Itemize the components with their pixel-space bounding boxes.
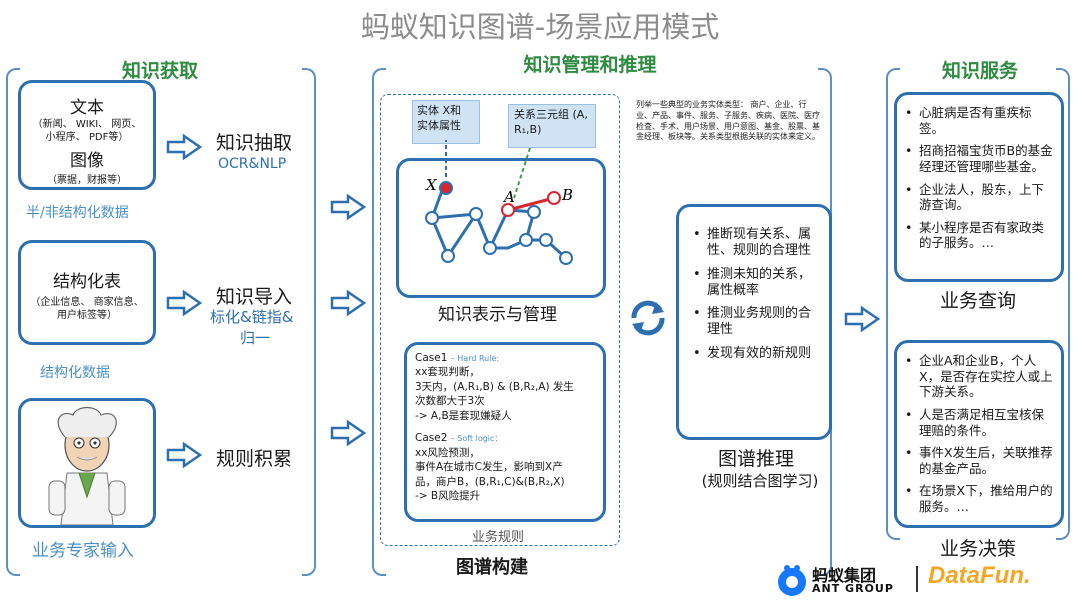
graph-node	[539, 233, 553, 247]
datafun-logo: DataFun.	[928, 562, 1031, 589]
professor-illustration	[48, 406, 126, 525]
decision-item: 在场景X下，推给用户的服务。…	[905, 483, 1055, 514]
graph-build-frame	[380, 94, 620, 546]
entity-types-desc: 列举一些典型的业务实体类型： 商户、企业、行业、产品、事件、服务、子服务、疾病、…	[636, 100, 820, 142]
graph-node	[469, 207, 483, 221]
node-label-x: X	[425, 176, 438, 194]
case2-line: 品，商户B，(B,R₁,C)&(B,R₂,X)	[415, 475, 565, 488]
case1-head: Case1	[415, 352, 448, 364]
ant-group-cn: 蚂蚁集团	[812, 566, 877, 585]
query-item: 心脏病是否有重疾标签。	[905, 105, 1055, 136]
kr-label: 知识表示与管理	[438, 305, 557, 325]
reason-item: 发现有效的新规则	[693, 346, 819, 363]
import-sub-2: 归一	[240, 329, 271, 347]
decision-item: 企业A和企业B，个人X，是否存在实控人或上下游关系。	[905, 353, 1055, 400]
text-image-box: 文本 （新闻、 WIKI、 网页、小程序、 PDF等） 图像 （票据，财报等）	[18, 80, 156, 190]
table-box: 结构化表 （企业信息、 商家信息、用户标签等）	[18, 240, 156, 345]
cycle-icon	[631, 300, 665, 336]
decision-item: 事件X发生后，关联推荐的基金产品。	[905, 445, 1055, 476]
query-item: 招商招福宝货币B的基金经理还管理哪些基金。	[905, 143, 1055, 174]
ant-group-en: ANT GROUP	[812, 582, 894, 595]
structured-label: 结构化数据	[40, 365, 110, 381]
table-title: 结构化表	[53, 272, 121, 292]
semi-structured-label: 半/非结构化数据	[26, 205, 129, 221]
case1-line: 次数都大于3次	[415, 395, 485, 408]
import-title: 知识导入	[216, 286, 293, 308]
case2-head: Case2	[415, 432, 448, 445]
text-sub: （新闻、 WIKI、 网页、小程序、 PDF等）	[32, 119, 142, 143]
query-title: 业务查询	[940, 290, 1017, 312]
triple-note-text: 关系三元组 (A, R₁,B)	[514, 108, 588, 136]
reason-sub: (规则结合图学习)	[701, 472, 819, 490]
arrow-icon	[330, 420, 366, 446]
reason-item: 推断现有关系、属性、规则的合理性	[693, 227, 819, 260]
reasoning-box: 推断现有关系、属性、规则的合理性 推测未知的关系，属性概率 推测业务规则的合理性…	[676, 204, 832, 440]
import-sub-1: 标化&链指&	[210, 308, 294, 326]
bracket-left-manage	[372, 68, 386, 576]
bracket-left-acquire	[6, 68, 20, 576]
footer-divider	[916, 566, 918, 592]
section-title-service: 知识服务	[941, 60, 1018, 82]
decision-title: 业务决策	[940, 538, 1017, 560]
page-title: 蚂蚁知识图谱-场景应用模式	[360, 10, 720, 44]
triple-note: 关系三元组 (A, R₁,B)	[508, 104, 596, 148]
decision-item: 人是否满足相互宝核保理赔的条件。	[905, 407, 1055, 438]
rule-title: 规则积累	[216, 448, 293, 470]
arrow-icon	[844, 306, 880, 332]
section-title-acquire: 知识获取	[121, 60, 198, 82]
extract-title: 知识抽取	[216, 132, 293, 154]
reason-title: 图谱推理	[718, 448, 795, 470]
entity-note: 实体 X和 实体属性	[412, 100, 480, 144]
query-item: 某小程序是否有家政类的子服务。…	[905, 220, 1055, 251]
case2-line: -> B风险提升	[415, 490, 481, 503]
bracket-left-service	[886, 68, 900, 540]
case1-tag: – Hard Rule:	[450, 354, 500, 363]
arrow-icon	[330, 290, 366, 316]
case2-line: xx风险预测，	[415, 446, 480, 459]
query-item: 企业法人，股东，上下游查询。	[905, 182, 1055, 213]
ant-group-logo-icon	[778, 565, 806, 596]
reason-item: 推测业务规则的合理性	[693, 306, 819, 339]
rules-label: 业务规则	[472, 530, 525, 545]
table-sub: （企业信息、 商家信息、用户标签等）	[30, 297, 144, 321]
entity-note-text: 实体 X和 实体属性	[417, 104, 462, 132]
case2-line: 事件A在城市C发生，影响到X产	[415, 461, 563, 474]
graph-node	[559, 251, 573, 265]
case1-line: xx套现判断，	[415, 366, 480, 379]
graph-node	[483, 241, 497, 255]
bracket-right-acquire	[302, 68, 316, 576]
rules-box: Case1 – Hard Rule: xx套现判断， 3天内，(A,R₁,B) …	[404, 342, 606, 522]
node-label-a: A	[502, 188, 515, 206]
extract-sub: OCR&NLP	[218, 156, 287, 172]
graph-node	[425, 211, 439, 225]
graph-node	[527, 205, 541, 219]
expert-box	[18, 398, 156, 528]
decision-box: 企业A和企业B，个人X，是否存在实控人或上下游关系。 人是否满足相互宝核保理赔的…	[894, 340, 1064, 528]
case1-line: 3天内，(A,R₁,B) & (B,R₂,A) 发生	[415, 380, 574, 393]
node-label-b: B	[561, 186, 573, 204]
bracket-right-service	[1056, 68, 1070, 540]
graph-node	[441, 249, 455, 263]
text-title: 文本	[70, 98, 104, 118]
query-box: 心脏病是否有重疾标签。 招商招福宝货币B的基金经理还管理哪些基金。 企业法人，股…	[894, 92, 1064, 282]
build-label: 图谱构建	[456, 557, 528, 578]
graph-node	[501, 203, 515, 217]
case1-line: -> A,B是套现嫌疑人	[415, 409, 512, 422]
graph-node	[439, 181, 453, 195]
graph-node	[519, 233, 533, 247]
reason-item: 推测未知的关系，属性概率	[693, 267, 819, 300]
section-title-manage: 知识管理和推理	[523, 54, 657, 76]
graph-node	[547, 191, 561, 205]
expert-label: 业务专家输入	[32, 541, 134, 561]
case2-tag: – Soft logic：	[450, 434, 503, 444]
image-sub: （票据，财报等）	[47, 175, 127, 186]
arrow-icon	[166, 442, 202, 468]
image-title: 图像	[70, 151, 104, 171]
knowledge-graph: X A B	[425, 140, 573, 265]
arrow-icon	[166, 290, 202, 316]
arrow-icon	[166, 134, 202, 160]
arrow-icon	[330, 194, 366, 220]
